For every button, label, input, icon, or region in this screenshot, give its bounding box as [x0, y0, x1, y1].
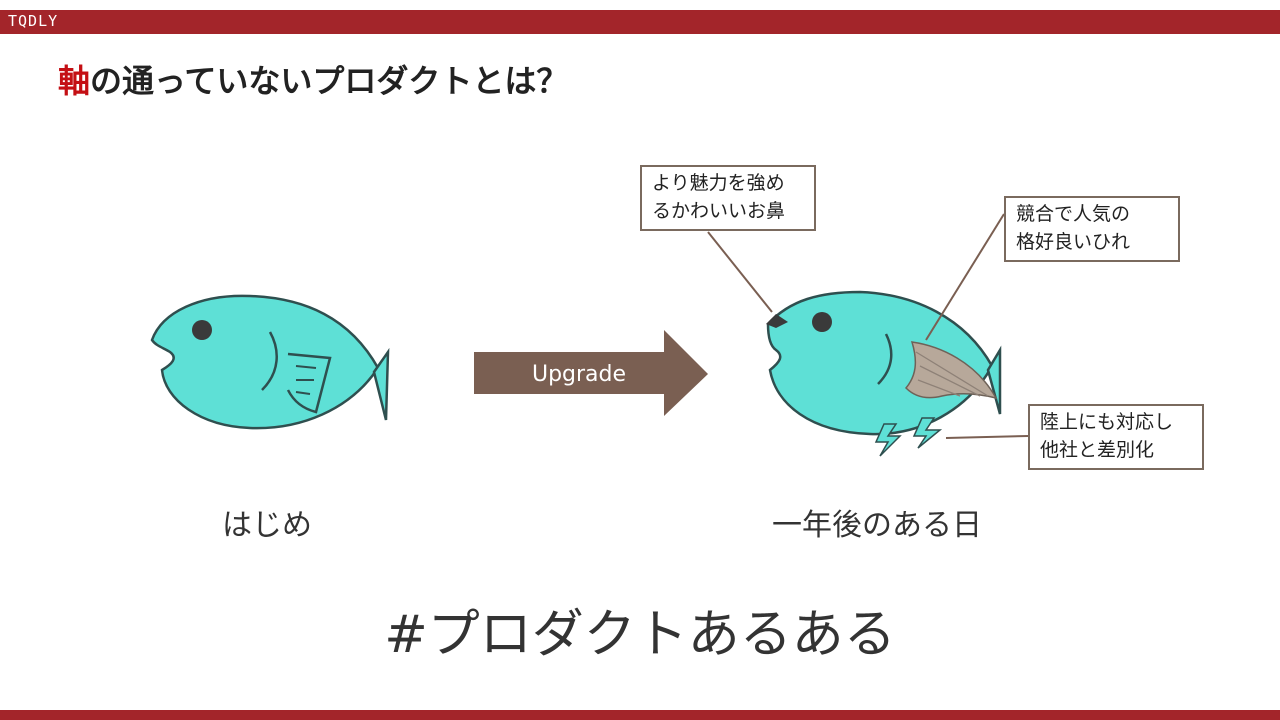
upgraded-fish-illustration: [707, 213, 1029, 457]
callout-nose-line-1: より魅力を強め: [652, 172, 785, 194]
callout-nose-line-2: るかわいいお鼻: [652, 200, 786, 222]
after-caption: 一年後のある日: [772, 508, 982, 543]
callout-legs: 陸上にも対応し 他社と差別化: [1028, 404, 1204, 470]
arrow-icon: [474, 330, 708, 416]
fish-illustration: [150, 294, 390, 430]
hashtag-text: #プロダクトあるある: [384, 605, 896, 665]
callout-fin-line-2: 格好良いひれ: [1016, 231, 1131, 253]
callout-legs-line-1: 陸上にも対応し: [1040, 411, 1174, 433]
title-text: の通っていないプロダクトとは？: [90, 62, 569, 100]
callout-nose: より魅力を強め るかわいいお鼻: [640, 165, 816, 231]
callout-legs-line-2: 他社と差別化: [1040, 439, 1155, 461]
callout-fin-line-1: 競合で人気の: [1016, 203, 1131, 225]
callout-fin: 競合で人気の 格好良いひれ: [1004, 196, 1180, 262]
header-bar: TQDLY: [0, 10, 1280, 34]
brand-logo: TQDLY: [8, 12, 59, 30]
footer-bar: [0, 710, 1280, 720]
page-title: 軸の通っていないプロダクトとは？: [58, 56, 568, 102]
title-accent: 軸: [58, 62, 91, 100]
upgrade-arrow-label: Upgrade: [531, 362, 627, 387]
before-caption: はじめ: [222, 508, 312, 543]
